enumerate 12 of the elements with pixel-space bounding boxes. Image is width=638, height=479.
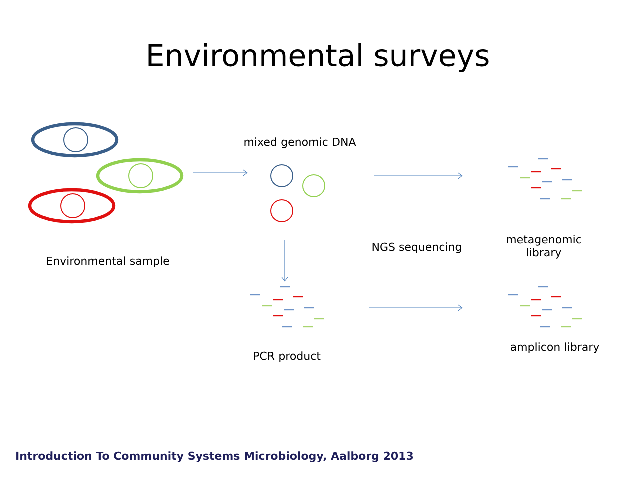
footer-text: Introduction To Community Systems Microbiology, Aalborg 2013 — [16, 452, 413, 462]
caption-text: metagenomic library — [507, 235, 582, 259]
caption-text: Environmental sample — [47, 256, 170, 268]
step-label: NGS sequencing — [372, 242, 462, 254]
arrow — [282, 240, 288, 282]
caption-text: mixed genomic DNA — [244, 138, 356, 148]
caption-text: PCR product — [254, 352, 321, 362]
arrow — [374, 172, 463, 180]
caption-text: amplicon library — [510, 342, 600, 354]
arrow — [192, 170, 248, 176]
arrow — [368, 304, 463, 312]
title: Environmental surveys — [148, 43, 489, 72]
